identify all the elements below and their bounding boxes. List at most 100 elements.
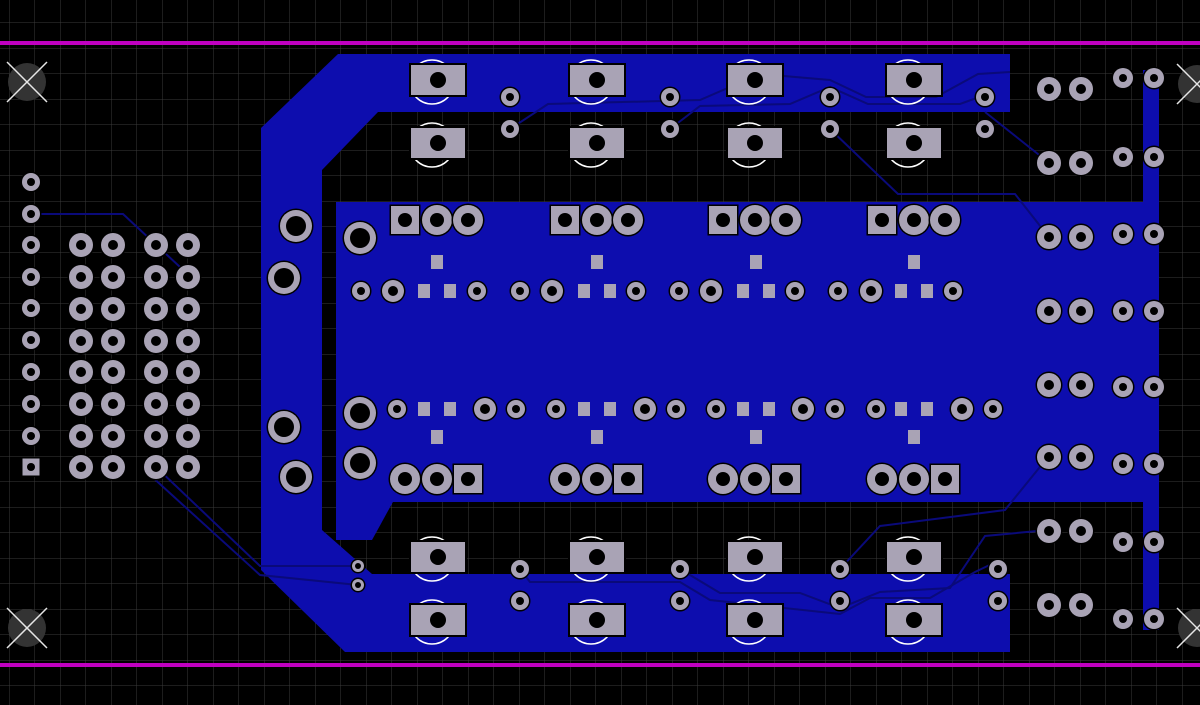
to92-top-pin-1 [549, 204, 581, 236]
to92-top-pin-1 [707, 204, 739, 236]
smd-pad-top [750, 255, 762, 269]
tact-button-top-a [885, 59, 943, 105]
tact-button-top-b [726, 122, 784, 168]
smd-pad-bottom [578, 402, 590, 416]
resistor-pad-bottom [865, 398, 887, 420]
to92-top-pin-2 [420, 203, 454, 237]
via-small [350, 558, 366, 574]
right-edge-pin [1111, 530, 1135, 554]
header-b-pin [174, 231, 202, 259]
resistor-pad-bottom [982, 398, 1004, 420]
power-pad [266, 409, 302, 445]
header-left-pin [20, 361, 42, 383]
tact-button-bottom-a [726, 536, 784, 582]
tact-button-bottom-a [568, 536, 626, 582]
to92-bottom-pin-1 [706, 462, 740, 496]
smd-pad-top [921, 284, 933, 298]
tact-button-bottom-a [885, 536, 943, 582]
right-header-pin [1067, 371, 1095, 399]
mount-hole-bottom-left [6, 607, 48, 649]
header-a-pin [67, 358, 95, 386]
resistor-pad-bottom [505, 398, 527, 420]
to92-bottom-pin-2 [420, 462, 454, 496]
to92-bottom-pin-3 [612, 463, 644, 495]
right-edge-pin [1142, 530, 1166, 554]
header-left-pin [20, 329, 42, 351]
components-layer [6, 59, 1200, 649]
right-edge-pin [1142, 299, 1166, 323]
header-left-pin [20, 171, 42, 193]
via-top [819, 118, 841, 140]
smd-pad-top [444, 284, 456, 298]
right-header-pin [1035, 297, 1063, 325]
smd-pad-bottom [921, 402, 933, 416]
smd-pad-bottom [908, 430, 920, 444]
to92-top-pin-1 [866, 204, 898, 236]
copper-main-block [336, 202, 1159, 502]
tact-button-top-a [409, 59, 467, 105]
header-a-pin [99, 390, 127, 418]
header-a-pin [99, 358, 127, 386]
right-header-pin [1035, 371, 1063, 399]
to92-bottom-pin-1 [388, 462, 422, 496]
right-header-pin [1067, 223, 1095, 251]
smd-pad-top [763, 284, 775, 298]
header-left-pin [20, 297, 42, 319]
resistor-pad-top [466, 280, 488, 302]
to92-top-pin-1 [389, 204, 421, 236]
smd-pad-bottom [750, 430, 762, 444]
header-b-pin [174, 390, 202, 418]
via-top [974, 86, 996, 108]
right-header-pin [1035, 517, 1063, 545]
tact-button-top-b [568, 122, 626, 168]
to92-bottom-pin-3 [452, 463, 484, 495]
resistor-pad-top [942, 280, 964, 302]
tact-button-bottom-b [885, 599, 943, 645]
right-header-pin [1067, 149, 1095, 177]
via-bottom [509, 558, 531, 580]
to92-bottom-pin-2 [738, 462, 772, 496]
header-b-pin [142, 263, 170, 291]
header-b-pin [142, 327, 170, 355]
header-left-pin [20, 203, 42, 225]
header-a-pin [99, 263, 127, 291]
right-edge-pin [1142, 66, 1166, 90]
header-a-pin [99, 453, 127, 481]
header-b-pin [142, 422, 170, 450]
smd-pad-top [591, 255, 603, 269]
header-left-pin-1 [21, 457, 41, 477]
right-header-pin [1067, 591, 1095, 619]
header-b-pin [174, 358, 202, 386]
smd-pad-bottom [431, 430, 443, 444]
smd-pad-bottom [418, 402, 430, 416]
power-pad [342, 395, 378, 431]
via-bottom [669, 558, 691, 580]
header-b-pin [142, 295, 170, 323]
copper-left-bridge [336, 500, 394, 540]
smd-pad-bottom [763, 402, 775, 416]
header-a-pin [67, 295, 95, 323]
right-edge-pin [1111, 375, 1135, 399]
diode-pad-bottom [949, 396, 975, 422]
smd-pad-top [431, 255, 443, 269]
diode-pad-top [698, 278, 724, 304]
diode-pad-top [858, 278, 884, 304]
power-pad [342, 220, 378, 256]
via-top [974, 118, 996, 140]
right-edge-pin [1111, 607, 1135, 631]
to92-bottom-pin-3 [929, 463, 961, 495]
right-header-pin [1035, 591, 1063, 619]
header-a-pin [67, 390, 95, 418]
via-bottom [669, 590, 691, 612]
mount-hole-top-right [1176, 63, 1200, 105]
tact-button-top-b [409, 122, 467, 168]
to92-bottom-pin-2 [580, 462, 614, 496]
right-edge-pin [1111, 299, 1135, 323]
header-left-pin [20, 393, 42, 415]
right-header-pin [1067, 75, 1095, 103]
header-a-pin [67, 231, 95, 259]
right-edge-pin [1142, 375, 1166, 399]
right-header-pin [1035, 75, 1063, 103]
right-header-pin [1067, 517, 1095, 545]
tact-button-top-b [885, 122, 943, 168]
